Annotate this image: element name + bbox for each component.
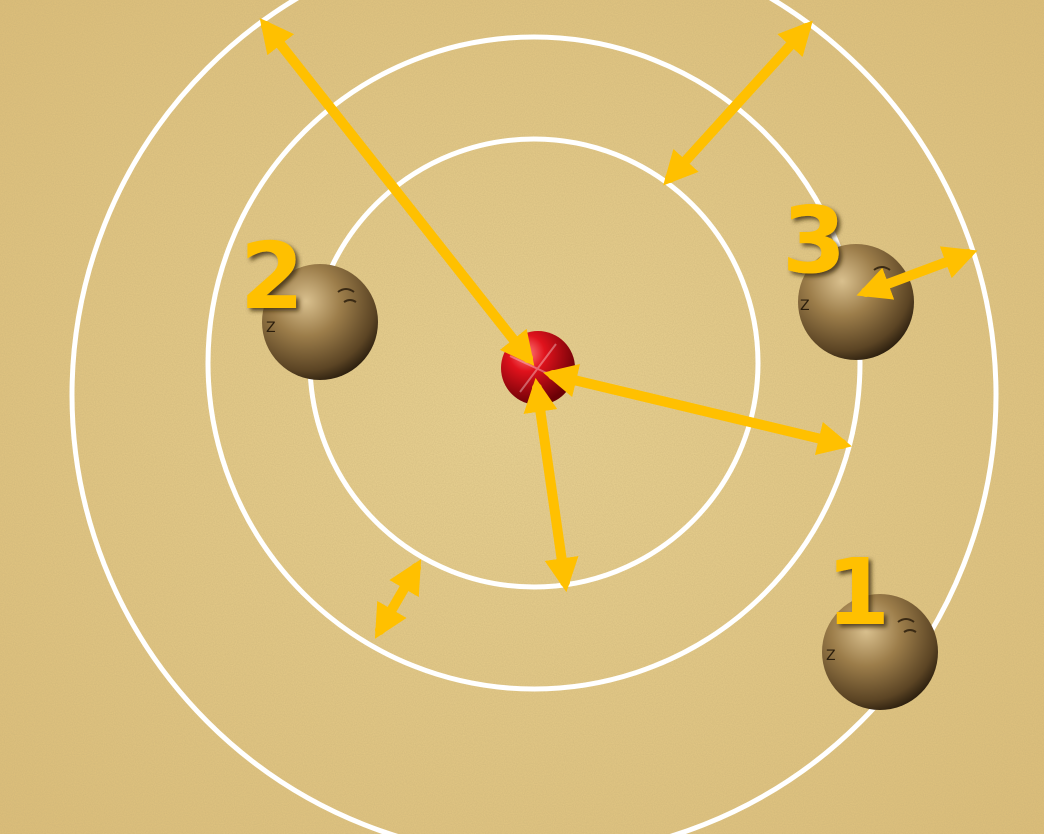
boule-1-mark: Z <box>826 648 836 664</box>
boule-label-3: 3 <box>782 187 846 294</box>
boule-3-mark: Z <box>800 298 810 314</box>
boule-label-2: 2 <box>240 223 304 330</box>
boule-label-1: 1 <box>826 539 890 646</box>
